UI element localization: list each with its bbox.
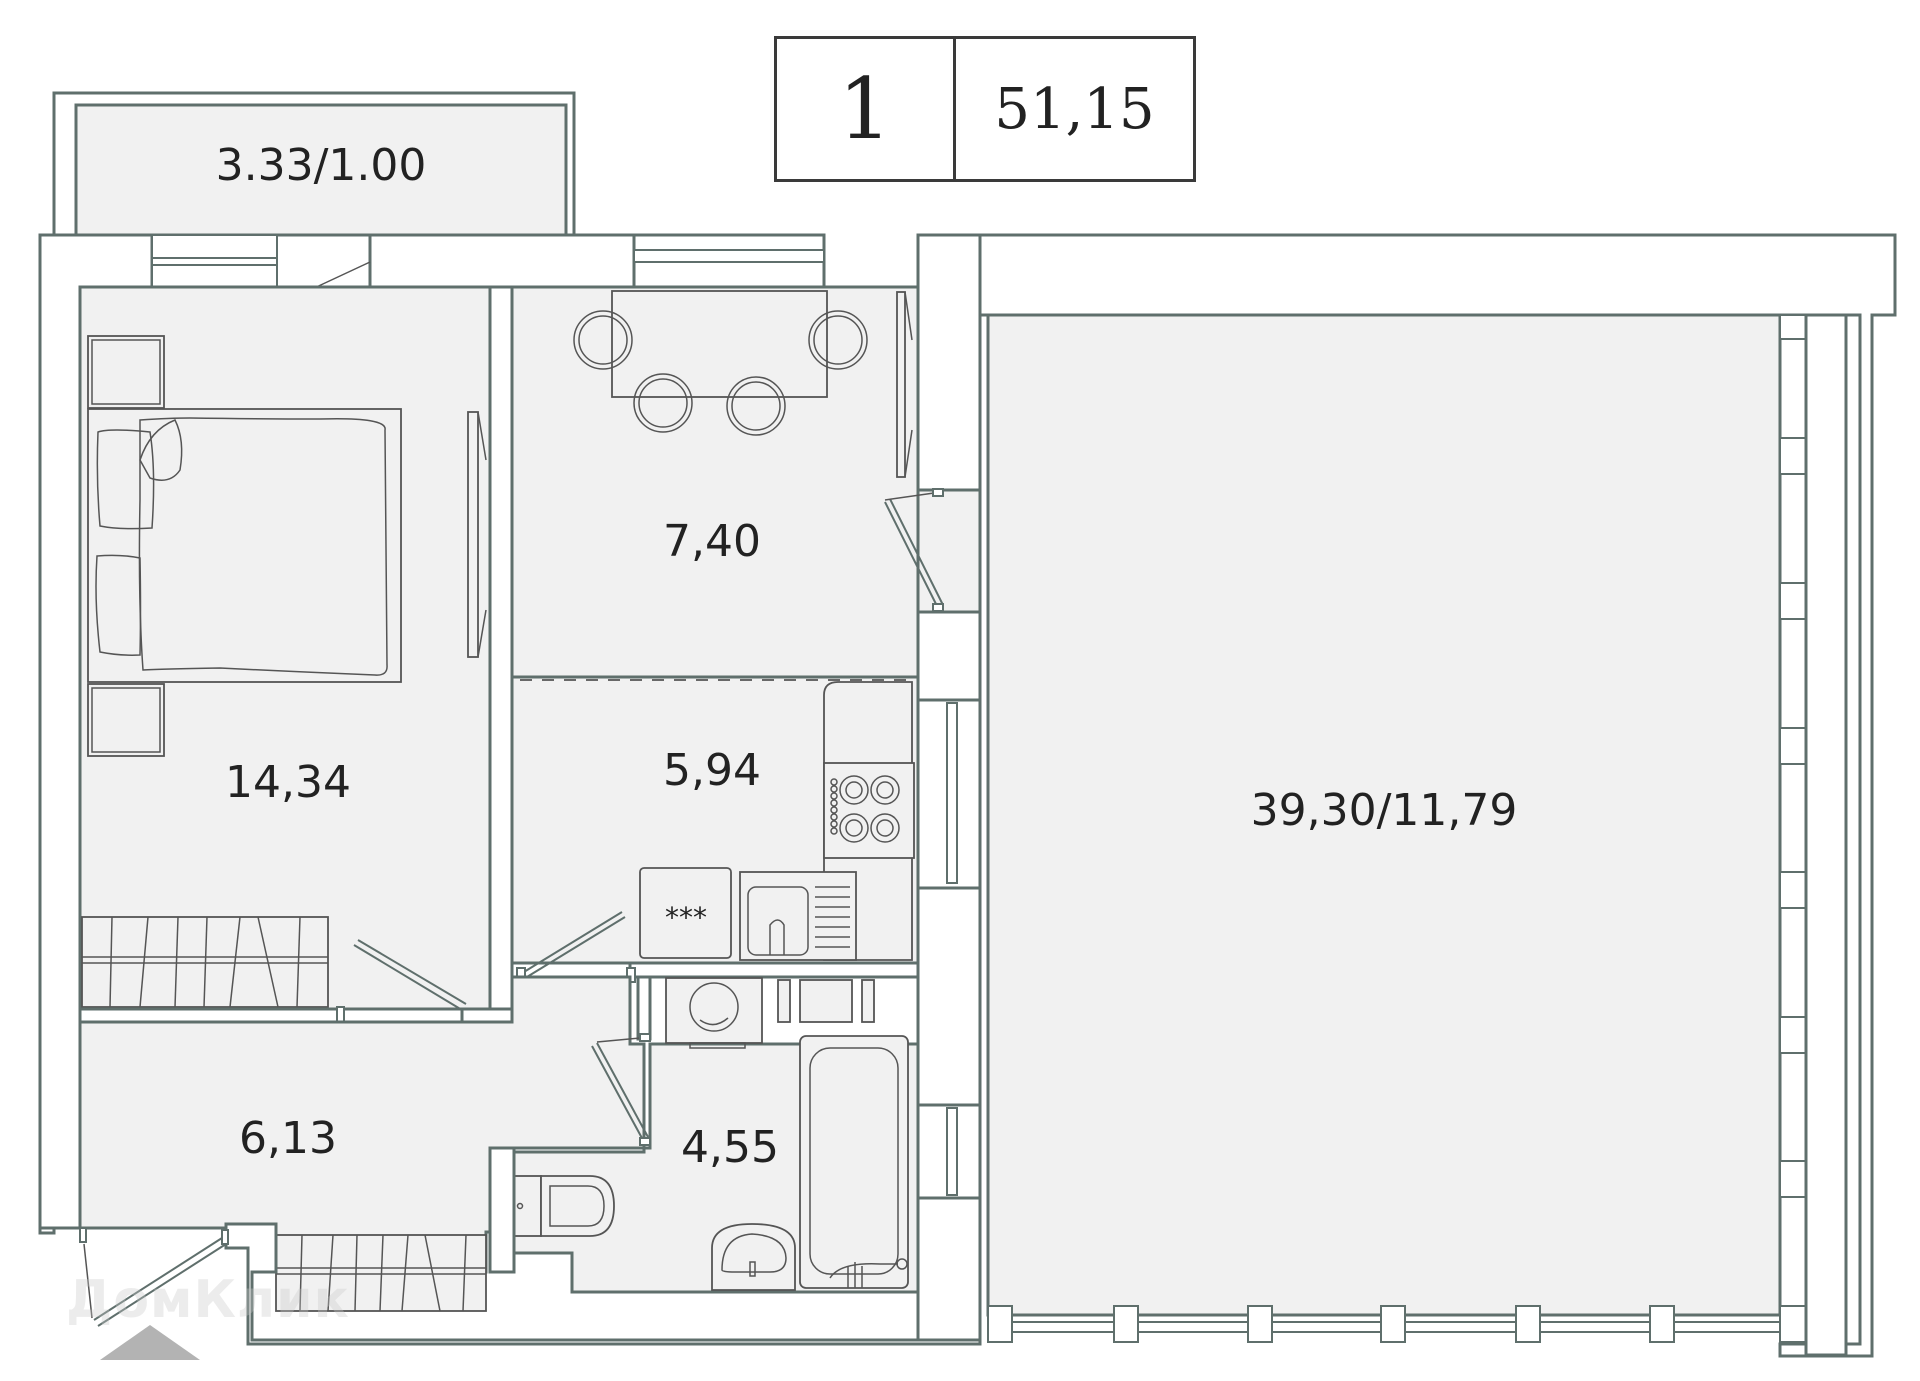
double-bed xyxy=(87,408,402,683)
terrace-room[interactable]: 39,30/11,79 xyxy=(978,233,1897,1358)
bedroom-area-label: 14,34 xyxy=(225,757,351,808)
interior-wall xyxy=(460,1007,514,1024)
appliance-symbol: *** xyxy=(665,901,707,934)
chair-icon xyxy=(808,310,868,370)
bedroom-room[interactable]: 14,34 xyxy=(78,285,492,1011)
chair-icon xyxy=(573,310,633,370)
exterior-wall xyxy=(916,233,982,492)
terrace-door-opening[interactable] xyxy=(916,488,982,614)
bathtub xyxy=(799,1035,909,1289)
dining-room[interactable]: 7,40 xyxy=(510,233,920,679)
entrance-marker-icon xyxy=(100,1325,200,1360)
kitchen-area-label: 5,94 xyxy=(663,745,761,796)
apartment-summary-badge: 1 51,15 xyxy=(774,36,1196,182)
balcony-room[interactable]: 3.33/1.00 xyxy=(38,91,576,1235)
terrace-door[interactable] xyxy=(884,501,939,609)
interior-wall xyxy=(488,285,514,1024)
bathroom-room[interactable]: 4,55 xyxy=(512,977,920,1294)
balcony-window xyxy=(151,234,278,288)
bathroom-area-label: 4,55 xyxy=(681,1122,779,1173)
entrance-door[interactable] xyxy=(93,1237,223,1321)
bedroom-door[interactable] xyxy=(353,944,463,1011)
wall-mirror xyxy=(467,411,479,658)
exterior-wall xyxy=(916,610,982,702)
hallway-room[interactable]: 6,13 xyxy=(78,975,646,1312)
dishwasher xyxy=(639,867,732,959)
balcony-area-label: 3.33/1.00 xyxy=(216,140,427,191)
washing-machine xyxy=(665,977,763,1044)
rooms-count: 1 xyxy=(777,39,956,179)
bathroom-door[interactable] xyxy=(591,1045,644,1141)
bathroom-window xyxy=(946,1107,958,1196)
stove xyxy=(823,762,915,859)
dining-window xyxy=(633,249,825,263)
watermark: ДомКлик xyxy=(66,1270,350,1330)
interior-wall xyxy=(628,961,920,979)
dining-area-label: 7,40 xyxy=(663,516,761,567)
pillow-icon xyxy=(95,554,142,656)
exterior-wall-bottom xyxy=(224,1222,982,1346)
interior-wall xyxy=(488,1146,516,1274)
toilet xyxy=(540,1175,615,1237)
pillow-icon xyxy=(96,429,155,530)
kitchen-room[interactable]: *** 5,94 xyxy=(510,675,920,965)
total-area: 51,15 xyxy=(994,76,1155,142)
terrace-area-label: 39,30/11,79 xyxy=(1251,785,1518,836)
kitchen-window xyxy=(946,702,958,884)
dining-table xyxy=(611,290,828,398)
kitchen-door[interactable] xyxy=(518,911,623,976)
chair-icon xyxy=(633,373,693,433)
nightstand-bottom xyxy=(87,683,165,757)
chair-icon xyxy=(726,376,786,436)
nightstand-top xyxy=(87,335,165,409)
exterior-wall xyxy=(916,886,982,1107)
interior-wall xyxy=(78,1007,342,1024)
exterior-wall xyxy=(916,1196,982,1346)
hallway-area-label: 6,13 xyxy=(239,1113,337,1164)
wall-segment xyxy=(368,233,636,289)
